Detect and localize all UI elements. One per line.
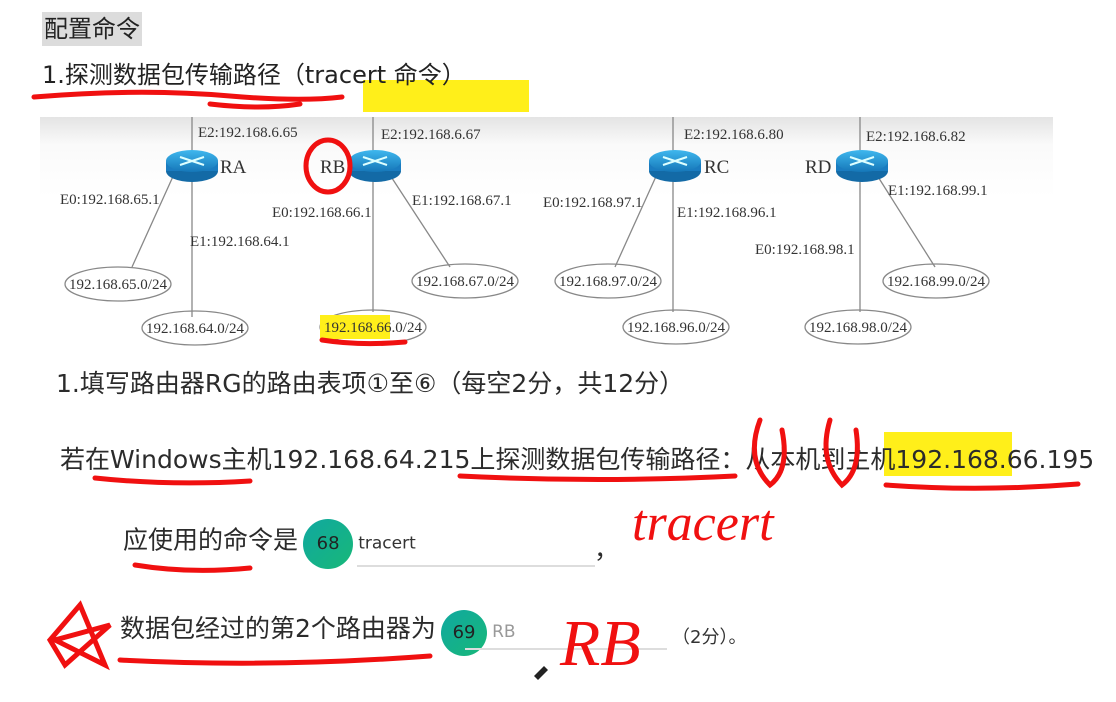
highlight <box>884 432 1012 476</box>
pen-cursor-icon <box>534 666 548 680</box>
label-rb-e1: E1:192.168.67.1 <box>412 193 512 209</box>
label-rd-e0: E0:192.168.98.1 <box>755 242 855 258</box>
label-rb-e0: E0:192.168.66.1 <box>272 205 372 221</box>
question-prompt: 若在Windows主机192.168.64.215上探测数据包传输路径：从本机到… <box>60 445 1095 474</box>
router-icons <box>166 150 888 182</box>
net-rb-0: 192.168.66.0/24 <box>324 320 422 336</box>
network-diagram: E2:192.168.6.65 RA E0:192.168.65.1 E1:19… <box>40 117 1053 346</box>
label-rc-e1: E1:192.168.96.1 <box>677 205 777 221</box>
label-rd-e1: E1:192.168.99.1 <box>888 183 988 199</box>
label-ra-e0: E0:192.168.65.1 <box>60 192 160 208</box>
page-heading: 配置命令 <box>42 12 142 46</box>
label-rc-e2: E2:192.168.6.80 <box>684 127 784 143</box>
q2-answer-input[interactable]: RB <box>492 622 516 642</box>
router-icon <box>349 150 401 182</box>
q2-badge: 69 <box>441 609 488 656</box>
label-rb: RB <box>320 157 345 178</box>
net-ra-0: 192.168.65.0/24 <box>69 277 167 293</box>
q2-label: 数据包经过的第2个路由器为 <box>120 614 436 643</box>
label-rc-e0: E0:192.168.97.1 <box>543 195 643 211</box>
q1-badge: 68 <box>303 519 354 569</box>
net-ra-1: 192.168.64.0/24 <box>146 321 244 337</box>
question-title: 1.填写路由器RG的路由表项①至⑥（每空2分，共12分） <box>56 369 685 398</box>
label-rb-e2: E2:192.168.6.67 <box>381 127 481 143</box>
net-rd-1: 192.168.99.0/24 <box>887 274 985 290</box>
router-icon <box>836 150 888 182</box>
section-title: 1.探测数据包传输路径（tracert 命令） <box>42 61 466 89</box>
label-rc: RC <box>704 157 729 178</box>
label-rd: RD <box>805 157 831 178</box>
q1-label: 应使用的命令是 <box>123 525 299 555</box>
label-ra-e2: E2:192.168.6.65 <box>198 125 298 141</box>
handwritten-tracert: tracert <box>632 495 775 552</box>
net-rb-1: 192.168.67.0/24 <box>416 274 514 290</box>
highlight <box>363 80 529 112</box>
net-rc-1: 192.168.96.0/24 <box>627 320 725 336</box>
router-icon <box>166 150 218 182</box>
net-rc-0: 192.168.97.0/24 <box>559 274 657 290</box>
q1-underline <box>357 565 595 567</box>
net-rd-0: 192.168.98.0/24 <box>809 320 907 336</box>
q2-score: （2分）。 <box>672 627 747 648</box>
handwritten-rb: RB <box>559 607 641 680</box>
label-rd-e2: E2:192.168.6.82 <box>866 129 966 145</box>
q2-underline <box>465 648 667 650</box>
q1-end: ， <box>594 535 620 564</box>
router-icon <box>649 150 701 182</box>
label-ra: RA <box>220 157 247 178</box>
label-ra-e1: E1:192.168.64.1 <box>190 234 290 250</box>
q1-answer-input[interactable]: tracert <box>358 533 416 554</box>
